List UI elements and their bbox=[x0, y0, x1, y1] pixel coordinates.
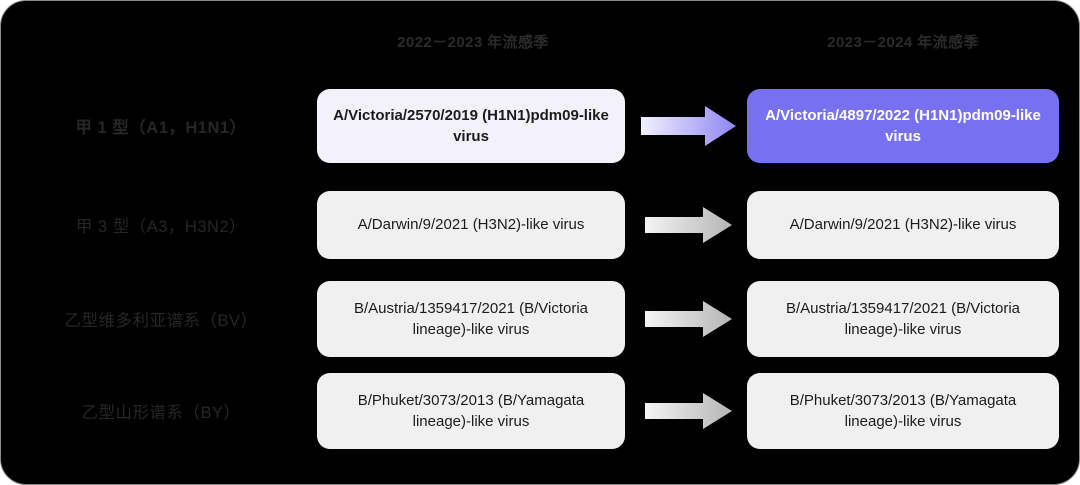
arrow-right-grey-icon bbox=[645, 206, 733, 244]
card-left-a1-h1n1: A/Victoria/2570/2019 (H1N1)pdm09-like vi… bbox=[317, 89, 625, 163]
arrow-right-grey-icon bbox=[645, 392, 733, 430]
row-label-b-yamagata: 乙型山形谱系（BY） bbox=[81, 404, 241, 422]
column-header-season-2022-2023: 2022－2023 年流感季 bbox=[397, 34, 549, 51]
table-row: 乙型山形谱系（BY） B/Phuket/3073/2013 (B/Yamagat… bbox=[1, 373, 1079, 449]
card-right-a3-h3n2: A/Darwin/9/2021 (H3N2)-like virus bbox=[747, 191, 1059, 259]
arrow-right-grey-icon bbox=[645, 300, 733, 338]
arrow-right-purple-icon bbox=[641, 105, 737, 147]
table-row: 甲 3 型（A3，H3N2） A/Darwin/9/2021 (H3N2)-li… bbox=[1, 191, 1079, 259]
table-row: 乙型维多利亚谱系（BV） B/Austria/1359417/2021 (B/V… bbox=[1, 281, 1079, 357]
row-label-a3-h3n2: 甲 3 型（A3，H3N2） bbox=[75, 218, 247, 236]
card-left-b-victoria: B/Austria/1359417/2021 (B/Victoria linea… bbox=[317, 281, 625, 357]
card-right-b-yamagata: B/Phuket/3073/2013 (B/Yamagata lineage)-… bbox=[747, 373, 1059, 449]
card-right-b-victoria: B/Austria/1359417/2021 (B/Victoria linea… bbox=[747, 281, 1059, 357]
card-right-a1-h1n1: A/Victoria/4897/2022 (H1N1)pdm09-like vi… bbox=[747, 89, 1059, 163]
column-header-season-2023-2024: 2023－2024 年流感季 bbox=[827, 34, 979, 51]
card-left-b-yamagata: B/Phuket/3073/2013 (B/Yamagata lineage)-… bbox=[317, 373, 625, 449]
row-label-a1-h1n1: 甲 1 型（A1，H1N1） bbox=[75, 119, 247, 137]
card-left-a3-h3n2: A/Darwin/9/2021 (H3N2)-like virus bbox=[317, 191, 625, 259]
table-row: 甲 1 型（A1，H1N1） A/Victoria/2570/2019 (H1N… bbox=[1, 89, 1079, 163]
row-label-b-victoria: 乙型维多利亚谱系（BV） bbox=[64, 312, 258, 330]
